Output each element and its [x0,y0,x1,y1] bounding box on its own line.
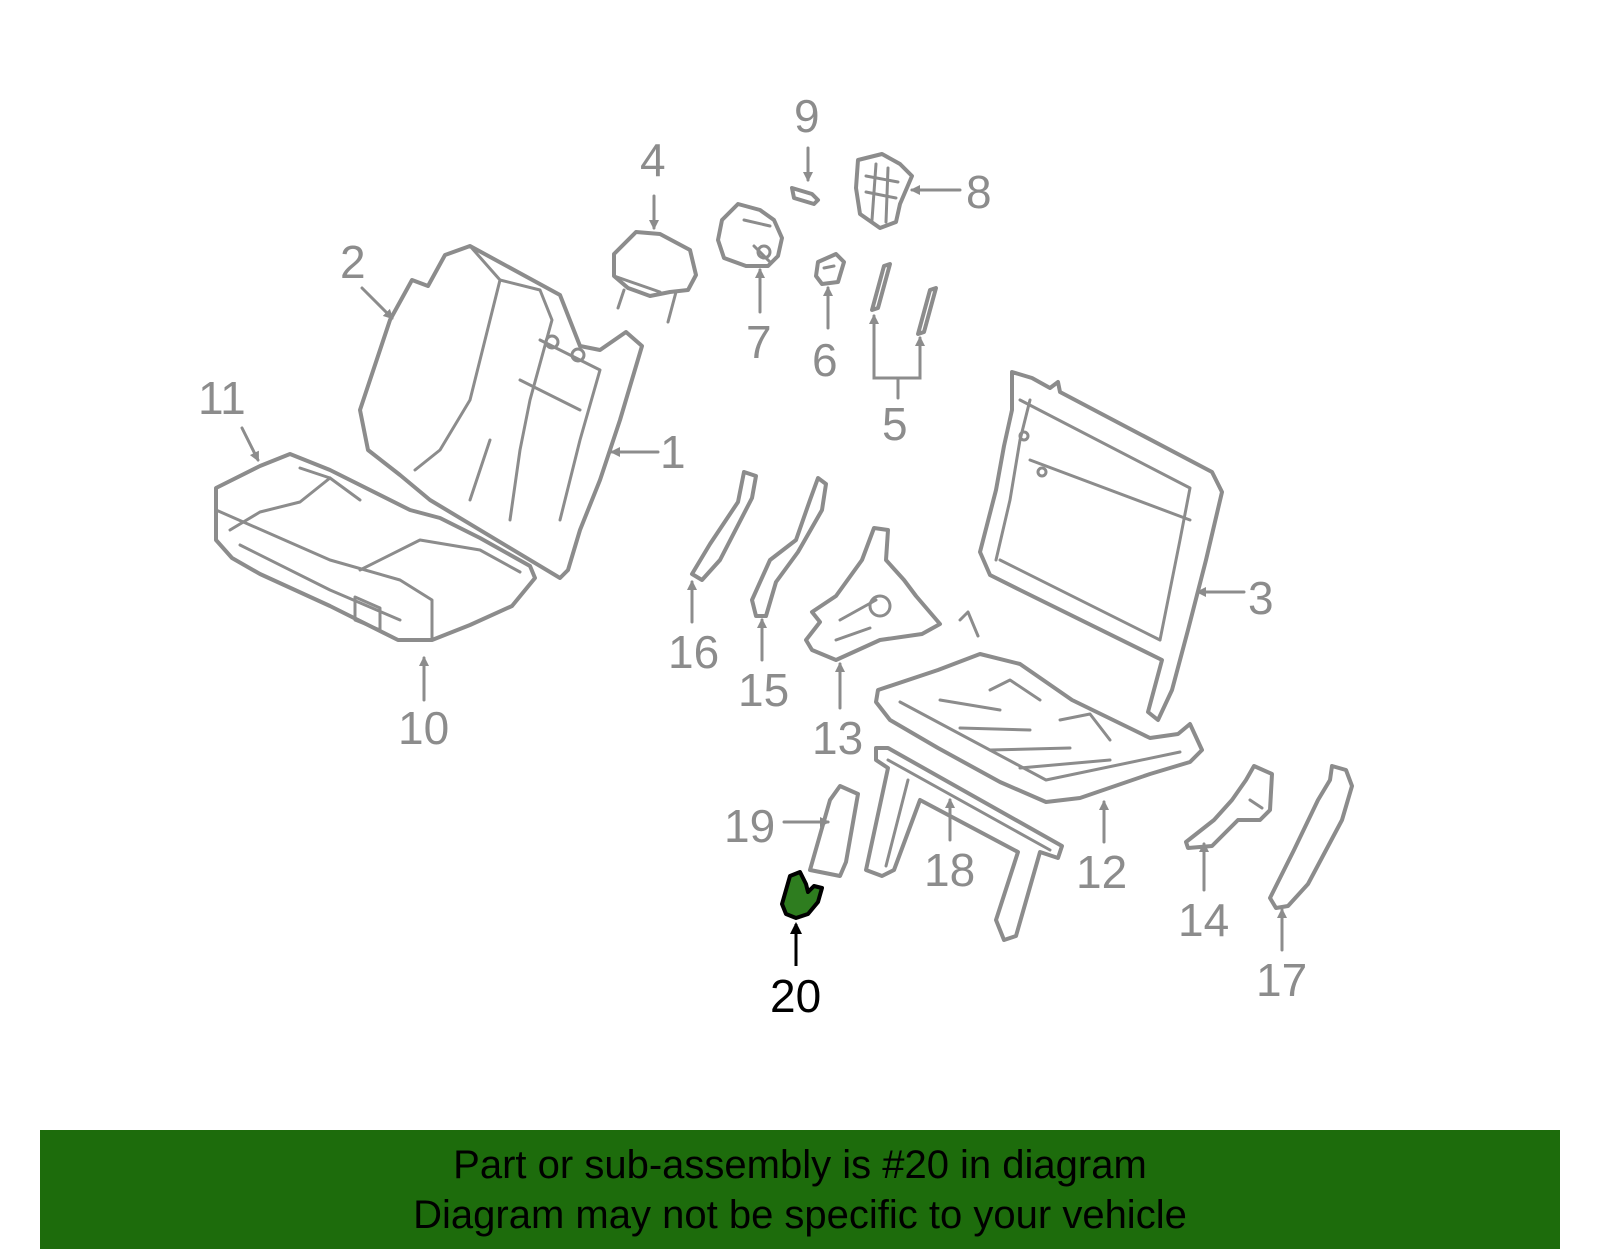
callout-6: 6 [812,334,838,386]
callout-8: 8 [966,166,992,218]
callout-5: 5 [882,398,908,450]
callout-labels: 1 2 3 4 5 6 7 8 9 10 11 12 13 14 15 16 1… [198,90,1307,1022]
callout-18: 18 [924,844,975,896]
callout-3: 3 [1248,572,1274,624]
callout-2: 2 [340,236,366,288]
callout-20-highlighted: 20 [770,970,821,1022]
callout-1: 1 [660,426,686,478]
callout-9: 9 [794,90,820,142]
banner-part-line: Part or sub-assembly is #20 in diagram [453,1143,1147,1187]
part-13-hinge-bracket [804,526,942,662]
callout-7: 7 [746,316,772,368]
part-2-seat-back [358,244,644,580]
part-16-side-trim [690,470,758,582]
part-5-guides [870,262,938,336]
part-15-side-trim [750,476,828,618]
part-7-cylinder-pad [716,202,784,268]
callout-11: 11 [198,372,246,424]
part-8-grid-insert [854,152,914,230]
leader-lines [240,146,1287,966]
callout-12: 12 [1076,846,1127,898]
part-19-trim-strip [808,784,860,878]
part-17-trim-strip [1268,764,1354,910]
banner-disclaimer-line: Diagram may not be specific to your vehi… [413,1193,1187,1237]
callout-13: 13 [812,712,863,764]
part-6-clip [814,252,846,286]
callout-14: 14 [1178,894,1229,946]
info-banner: Part or sub-assembly is #20 in diagram D… [40,1130,1560,1249]
part-9-pin [790,186,820,206]
part-12-cushion-frame [874,610,1204,804]
callout-16: 16 [668,626,719,678]
callout-10: 10 [398,702,449,754]
part-4-headrest [612,230,698,324]
part-14-bracket-cover [1184,764,1274,850]
part-18-frame-rail [864,746,1064,942]
callout-4: 4 [640,134,666,186]
callout-19: 19 [724,800,775,852]
parts-diagram: 1 2 3 4 5 6 7 8 9 10 11 12 13 14 15 16 1… [198,90,1354,1022]
part-11-seat-cushion [214,452,537,642]
part-20-clip-highlighted [780,870,824,920]
callout-15: 15 [738,664,789,716]
part-3-seat-back-frame [978,370,1224,722]
callout-17: 17 [1256,954,1307,1006]
